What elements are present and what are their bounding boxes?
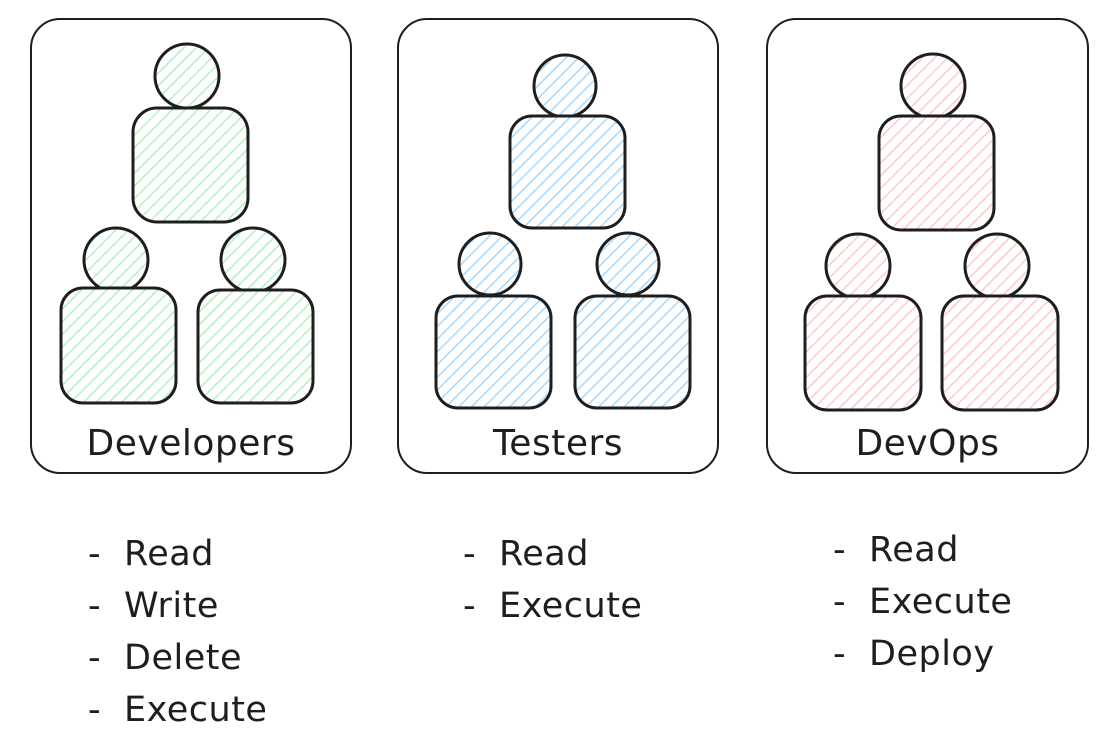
bullet-dash: - — [88, 638, 102, 678]
bullet-dash: - — [88, 534, 102, 574]
bullet-dash: - — [833, 634, 847, 674]
bullet-dash: - — [833, 530, 847, 570]
bullet-dash: - — [88, 690, 102, 730]
permission-label: Read — [869, 530, 959, 570]
permission-label: Execute — [124, 690, 268, 730]
permission-label: Read — [124, 534, 214, 574]
permission-label: Execute — [499, 586, 643, 626]
person-icon-right — [940, 232, 1060, 412]
group-card-testers: Testers — [397, 18, 719, 474]
permission-item: -Write — [88, 580, 267, 632]
permission-label: Delete — [124, 638, 242, 678]
permission-label: Execute — [869, 582, 1013, 622]
permission-item: -Execute — [88, 684, 267, 736]
people-group-icon — [59, 42, 315, 405]
person-icon-left — [803, 232, 923, 412]
person-icon-top — [131, 42, 250, 224]
person-icon-right — [196, 226, 315, 405]
permission-list-devops: -Read -Execute -Deploy — [833, 524, 1012, 680]
bullet-dash: - — [463, 534, 477, 574]
permission-label: Read — [499, 534, 589, 574]
person-icon-top — [877, 52, 996, 232]
people-group-icon — [803, 52, 1060, 412]
permission-item: -Execute — [463, 580, 642, 632]
permission-item: -Read — [463, 528, 642, 580]
group-title: Testers — [492, 423, 624, 464]
permission-item: -Read — [88, 528, 267, 580]
permission-list-developers: -Read -Write -Delete -Execute — [88, 528, 267, 736]
permission-item: -Execute — [833, 576, 1012, 628]
group-title: DevOps — [855, 423, 1000, 464]
person-icon-right — [573, 231, 692, 410]
permission-item: -Deploy — [833, 628, 1012, 680]
permission-label: Write — [124, 586, 219, 626]
permission-item: -Delete — [88, 632, 267, 684]
person-icon-left — [59, 226, 178, 405]
permission-item: -Read — [833, 524, 1012, 576]
group-title: Developers — [86, 423, 296, 464]
permission-label: Deploy — [869, 634, 995, 674]
permission-list-testers: -Read -Execute — [463, 528, 642, 632]
bullet-dash: - — [88, 586, 102, 626]
people-group-icon — [434, 53, 692, 410]
group-card-devops: DevOps — [766, 18, 1089, 474]
bullet-dash: - — [463, 586, 477, 626]
group-card-developers: Developers — [30, 18, 352, 474]
person-icon-left — [434, 231, 553, 410]
person-icon-top — [508, 53, 627, 230]
bullet-dash: - — [833, 582, 847, 622]
